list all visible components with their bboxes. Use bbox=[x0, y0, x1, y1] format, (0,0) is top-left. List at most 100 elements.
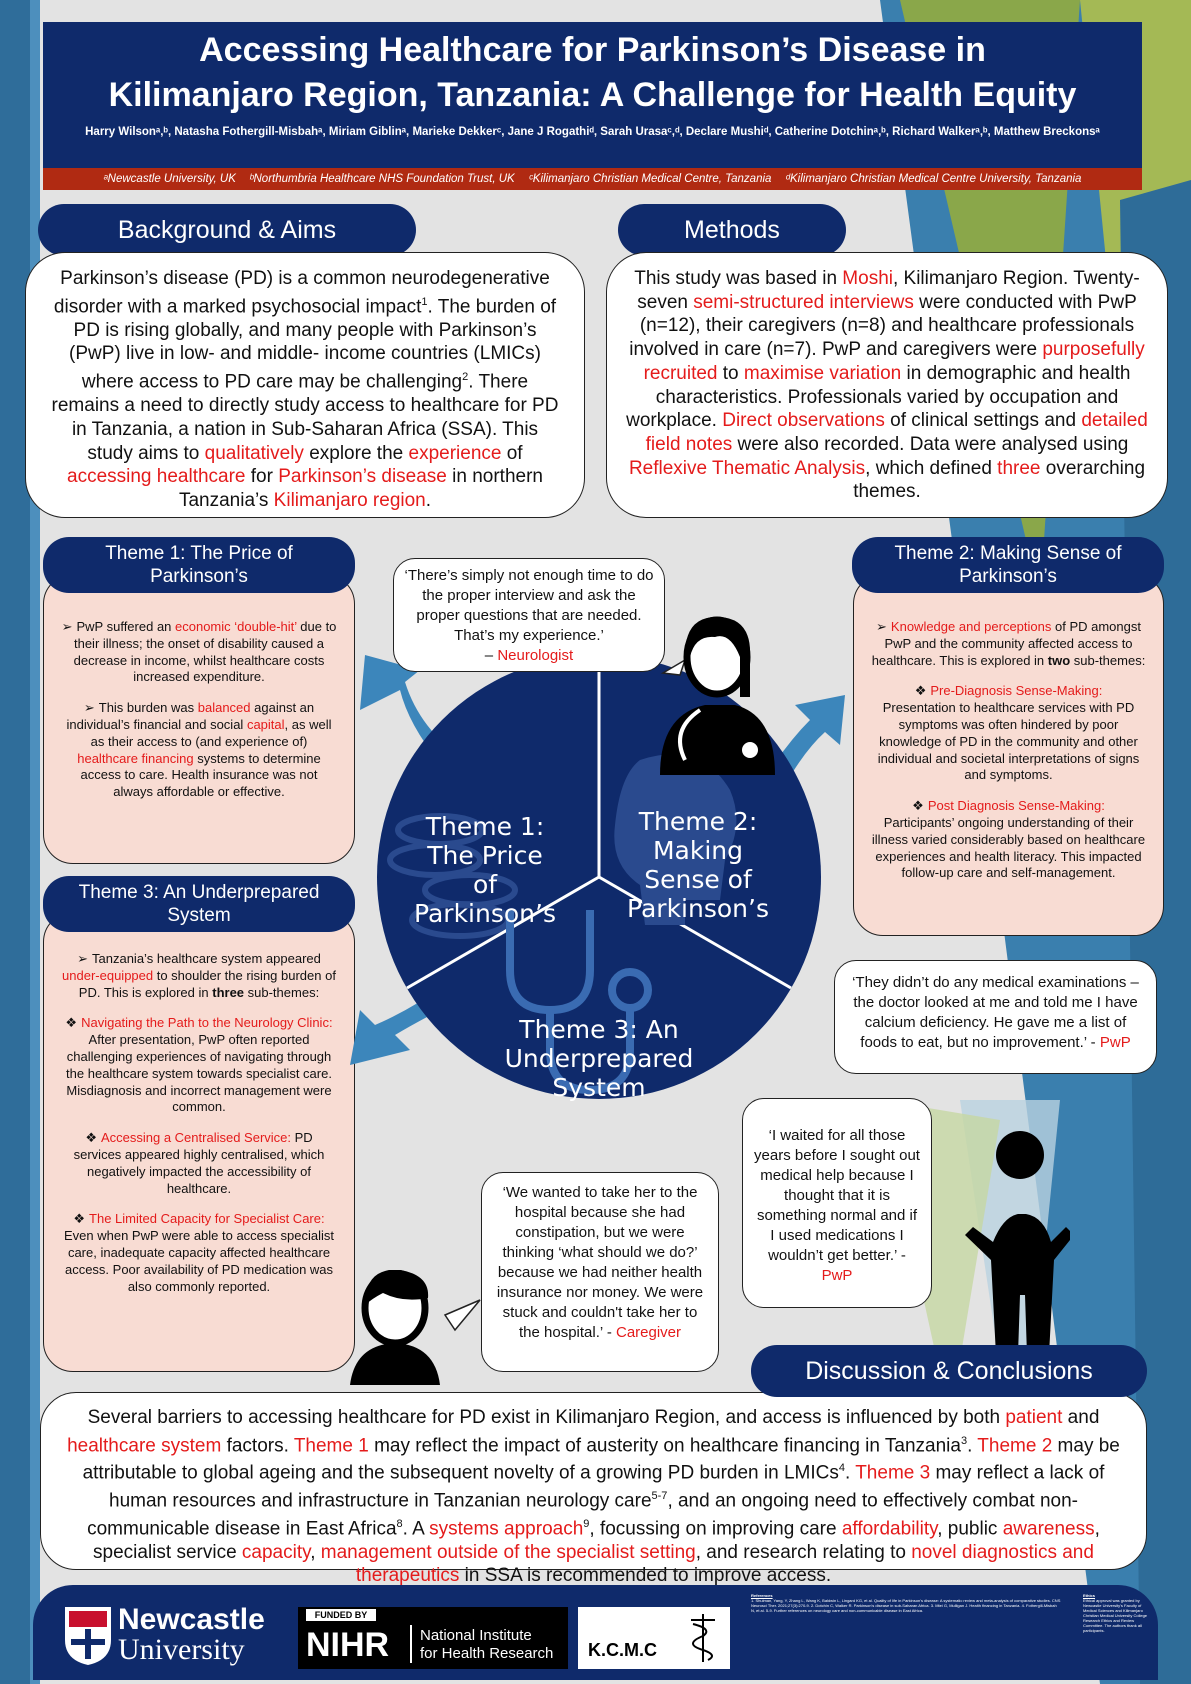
affiliations-bar: ᵃNewcastle University, UK ᵇNorthumbria H… bbox=[43, 168, 1142, 190]
quote-attribution: Neurologist bbox=[497, 647, 574, 664]
theme3-subtheme-2: ❖Accessing a Centralised Service: PD ser… bbox=[73, 1130, 325, 1196]
theme1-text: This burden was bbox=[98, 700, 198, 716]
subtheme-heading: Navigating the Path to the Neurology Cli… bbox=[81, 1015, 333, 1031]
ref-sup: 2 bbox=[462, 371, 469, 384]
highlight: Direct observations bbox=[722, 410, 885, 432]
newcastle-line1: Newcastle bbox=[118, 1603, 265, 1636]
highlight: patient bbox=[1005, 1407, 1063, 1428]
highlight: capacity bbox=[241, 1541, 311, 1563]
background-text: . There remains a need to directly study… bbox=[51, 371, 559, 464]
theme2-bullet-1: ➢Knowledge and perceptions of PD amongst… bbox=[871, 619, 1146, 668]
highlight: semi-structured interviews bbox=[693, 291, 914, 313]
subtheme-heading: Accessing a Centralised Service: bbox=[100, 1130, 291, 1146]
discussion-box: Several barriers to accessing healthcare… bbox=[40, 1392, 1147, 1586]
wheel-theme2-line2: Making bbox=[653, 836, 743, 865]
discussion-text: and bbox=[1062, 1407, 1100, 1428]
background-text: explore the bbox=[303, 442, 409, 464]
wheel-theme1-line4: Parkinson’s bbox=[414, 899, 556, 928]
wheel-theme3-line2: Underprepared bbox=[505, 1044, 694, 1073]
quote-pwp-2: ‘I waited for all those years before I s… bbox=[742, 1098, 932, 1308]
subtheme-heading: Post Diagnosis Sense-Making: bbox=[927, 798, 1105, 814]
theme3-bullet-1: ➢Tanzania’s healthcare system appeared u… bbox=[62, 951, 336, 1000]
highlight: economic ‘double-hit’ bbox=[175, 619, 297, 634]
background-text: of bbox=[501, 442, 523, 464]
discussion-text: , specialist service bbox=[93, 1518, 1100, 1563]
discussion-text: . bbox=[967, 1434, 978, 1456]
quote-text: ‘There’s simply not enough time to do th… bbox=[404, 567, 654, 644]
ref-sup: 3 bbox=[960, 1434, 968, 1447]
highlight: three bbox=[997, 457, 1041, 479]
affiliation-d: ᵈKilimanjaro Christian Medical Centre Un… bbox=[785, 173, 1082, 185]
highlight: Theme 1 bbox=[293, 1434, 369, 1456]
methods-text: This study was based in bbox=[634, 268, 843, 289]
wheel-theme2-line4: Parkinson’s bbox=[627, 894, 769, 923]
nihr-wordmark: NIHR bbox=[306, 1626, 390, 1664]
highlight: systems approach bbox=[429, 1518, 584, 1540]
theme3-text: Tanzania’s healthcare system appeared bbox=[92, 951, 321, 966]
affiliation-b: ᵇNorthumbria Healthcare NHS Foundation T… bbox=[249, 173, 515, 185]
background-heading-text: Background & Aims bbox=[117, 215, 337, 244]
highlight: experience bbox=[408, 442, 502, 464]
theme1-text: PwP suffered an bbox=[76, 619, 176, 634]
discussion-text: , and research relating to bbox=[695, 1541, 912, 1563]
quote-caregiver: ‘We wanted to take her to the hospital b… bbox=[481, 1172, 719, 1372]
wheel-theme1-line2: The Price bbox=[426, 841, 542, 870]
theme1-bullet-1: ➢PwP suffered an economic ‘double-hit’ d… bbox=[61, 619, 337, 685]
theme2-heading-text: Theme 2: Making Sense of Parkinson’s bbox=[894, 543, 1122, 587]
theme1-bullet-2: ➢This burden was balanced against an ind… bbox=[66, 700, 332, 800]
ethics-text: Ethical approval was granted by Newcastl… bbox=[1083, 1598, 1148, 1633]
funded-by-label: FUNDED BY bbox=[306, 1609, 376, 1621]
methods-text: , Kilimanjaro Region. Twenty-seven bbox=[637, 268, 1140, 313]
highlight: Moshi bbox=[842, 268, 893, 289]
theme1-box: ➢PwP suffered an economic ‘double-hit’ d… bbox=[43, 574, 355, 864]
nihr-text: National Institute for Health Research bbox=[420, 1627, 553, 1663]
theme1-text: , as well as their access to (and experi… bbox=[90, 716, 332, 749]
references-text: 1. Shulman, Yang, Y, Zhang L, Wang K, Ba… bbox=[751, 1598, 1061, 1613]
doctor-icon bbox=[660, 616, 775, 775]
methods-text: overarching themes. bbox=[853, 457, 1146, 503]
discussion-text: may reflect a lack of human resources an… bbox=[109, 1462, 1105, 1512]
wheel-divider bbox=[598, 875, 792, 990]
wheel-theme1-line3: of bbox=[473, 870, 498, 899]
nihr-logo: FUNDED BY NIHR National Institute for He… bbox=[298, 1607, 568, 1669]
theme2-text: sub-themes: bbox=[1070, 652, 1146, 668]
ref-sup: 5-7 bbox=[651, 1490, 668, 1503]
quote-attribution: PwP bbox=[821, 1267, 853, 1284]
theme3-heading: Theme 3: An Underprepared System bbox=[43, 876, 355, 932]
highlight: Reflexive Thematic Analysis bbox=[628, 457, 866, 479]
discussion-text: may be attributable to global ageing and… bbox=[82, 1434, 1120, 1484]
quote-attribution: PwP bbox=[1099, 1034, 1131, 1051]
nihr-text-line1: National Institute bbox=[420, 1627, 532, 1644]
discussion-heading: Discussion & Conclusions bbox=[751, 1345, 1147, 1397]
theme3-text: Even when PwP were able to access specia… bbox=[63, 1228, 334, 1294]
background-heading: Background & Aims bbox=[38, 204, 416, 256]
discussion-text: , and an ongoing need to effectively com… bbox=[87, 1490, 1078, 1540]
background-text: . bbox=[425, 489, 432, 511]
theme1-text: against an individual’s financial and so… bbox=[66, 700, 315, 732]
highlight: novel diagnostics and therapeutics bbox=[355, 1541, 1094, 1587]
highlight: management outside of the specialist set… bbox=[320, 1541, 696, 1563]
newcastle-wordmark: Newcastle University bbox=[118, 1605, 265, 1665]
ref-sup: 4 bbox=[838, 1462, 845, 1475]
theme3-text: to shoulder the rising burden of PD. Thi… bbox=[78, 967, 336, 1000]
theme2-text: Participants’ ongoing understanding of t… bbox=[871, 814, 1146, 881]
methods-text: to bbox=[717, 362, 744, 384]
highlight: under-equipped bbox=[62, 967, 154, 983]
kcmc-wordmark: K.C.M.C bbox=[588, 1640, 657, 1660]
theme2-subtheme-1: ❖Pre-Diagnosis Sense-Making: Presentatio… bbox=[866, 683, 1151, 784]
newcastle-crest-icon bbox=[63, 1605, 113, 1667]
ref-sup: 1 bbox=[421, 295, 428, 308]
theme2-heading: Theme 2: Making Sense of Parkinson’s bbox=[852, 537, 1164, 593]
quote-text: ‘They didn’t do any medical examinations… bbox=[852, 974, 1139, 1051]
subtheme-heading: The Limited Capacity for Specialist Care… bbox=[89, 1211, 325, 1227]
background-text: for bbox=[245, 466, 279, 488]
background-text: in northern Tanzania’s bbox=[178, 466, 543, 511]
background-text: Parkinson’s disease (PD) is a common neu… bbox=[53, 268, 550, 318]
theme2-box: ➢Knowledge and perceptions of PD amongst… bbox=[853, 574, 1164, 936]
head-gears-icon bbox=[614, 754, 737, 925]
ref-sup: 9 bbox=[583, 1517, 590, 1530]
highlight: qualitatively bbox=[204, 442, 304, 464]
wheel-labels: Theme 1: The Price of Parkinson’s Theme … bbox=[414, 807, 769, 1102]
wheel-theme3-line3: System bbox=[552, 1073, 645, 1102]
newcastle-line2: University bbox=[118, 1633, 245, 1666]
